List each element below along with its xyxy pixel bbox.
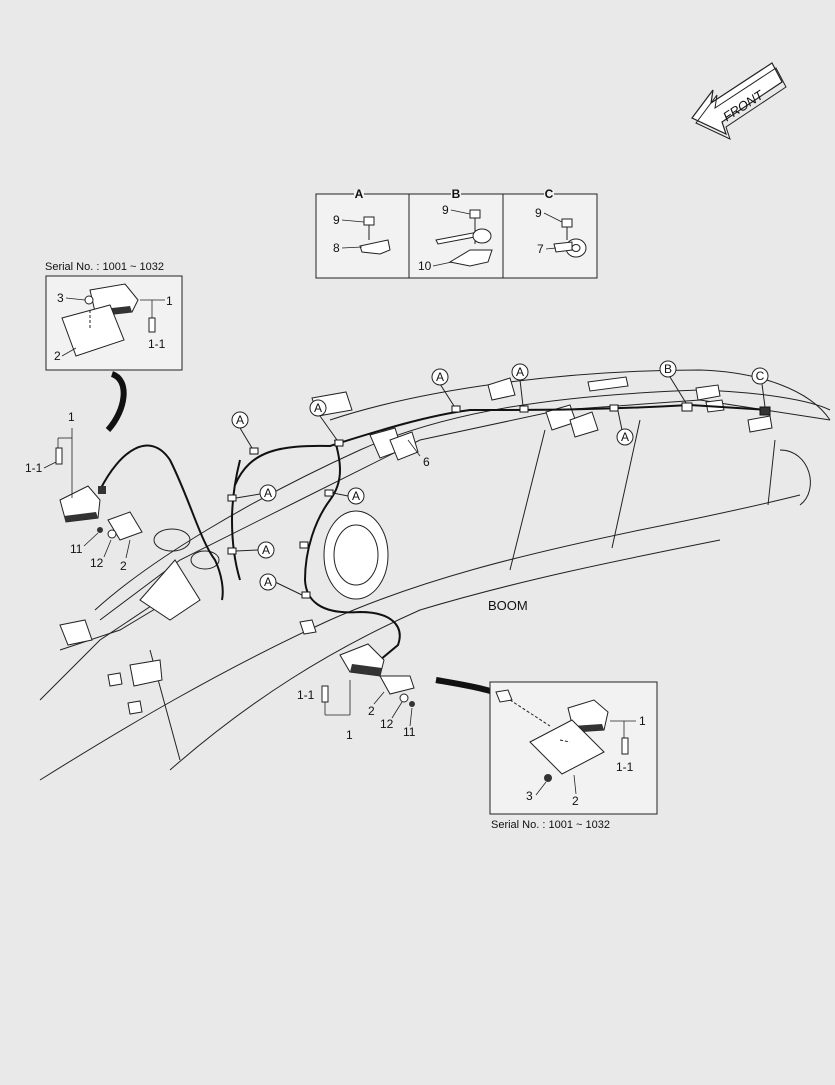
- left-washer-num: 12: [90, 556, 104, 570]
- callout-a-2: A: [309, 399, 338, 441]
- front-arrow: FRONT: [691, 62, 787, 140]
- left-lamp-assembly: 1 1-1 11 12 2: [25, 410, 143, 573]
- right-bolt-num: 11: [403, 725, 416, 739]
- harness-num: 6: [423, 455, 430, 469]
- left-inset-bracket-num: 2: [54, 349, 61, 363]
- boom-label: BOOM: [488, 598, 528, 613]
- right-washer-num: 12: [380, 717, 394, 731]
- callout-b-label: B: [664, 362, 672, 376]
- detail-header-c-text: C: [545, 187, 554, 201]
- detail-c-bolt-num: 9: [535, 206, 542, 220]
- callout-b: B: [659, 360, 687, 404]
- callout-a-8: A: [235, 541, 275, 559]
- callout-a-3: A: [431, 368, 455, 407]
- left-inset-lamp-num: 1: [166, 294, 173, 308]
- left-lamp-num: 1: [68, 410, 75, 424]
- detail-a-clip-num: 8: [333, 241, 340, 255]
- left-bracket-num: 2: [120, 559, 127, 573]
- callout-a-4: A: [511, 363, 529, 407]
- detail-b-bolt-num: 9: [442, 203, 449, 217]
- callout-a-9-label: A: [264, 575, 272, 589]
- callout-a-2-label: A: [314, 401, 322, 415]
- right-bulb-num: 1-1: [297, 688, 315, 702]
- callout-a-1: A: [231, 411, 253, 449]
- callout-a-4-label: A: [516, 365, 524, 379]
- serial-label-right: Serial No. : 1001 ~ 1032: [491, 819, 610, 831]
- serial-inset-left: Serial No. : 1001 ~ 1032 3 1 1-1 2: [45, 261, 183, 371]
- callout-c: C: [751, 367, 769, 408]
- serial-label-left: Serial No. : 1001 ~ 1032: [45, 261, 164, 273]
- callout-a-1-label: A: [236, 413, 244, 427]
- detail-header-b-text: B: [452, 187, 461, 201]
- right-inset-bulb-num: 1-1: [616, 760, 634, 774]
- callout-a-5-label: A: [621, 430, 629, 444]
- callout-a-7-label: A: [352, 489, 360, 503]
- callout-a-5: A: [616, 410, 634, 446]
- callout-a-6-label: A: [264, 486, 272, 500]
- callout-a-9: A: [259, 573, 303, 596]
- right-lamp-assembly: 1-1 1 2 12 11: [297, 619, 416, 742]
- harness-clips: [227, 402, 771, 599]
- right-inset-lamp-num: 1: [639, 714, 646, 728]
- right-inset-cover-bolt-num: 3: [526, 789, 533, 803]
- boom-body: [39, 369, 831, 781]
- wire-harness: [99, 403, 769, 661]
- detail-c-clamp-num: 7: [537, 242, 544, 256]
- detail-header-a-text: A: [355, 187, 364, 201]
- left-inset-bulb-num: 1-1: [148, 337, 166, 351]
- serial-inset-right: 1 1-1 3 2 Serial No. : 1001 ~ 1032: [489, 681, 658, 831]
- inset-pointer-left: [105, 371, 127, 433]
- right-inset-bracket-num: 2: [572, 794, 579, 808]
- right-bracket-num: 2: [368, 704, 375, 718]
- callout-a-7: A: [332, 487, 365, 505]
- callout-a-6: A: [235, 484, 277, 502]
- callout-a-8-label: A: [262, 543, 270, 557]
- left-inset-cover-bolt-num: 3: [57, 291, 64, 305]
- left-bolt-num: 11: [70, 542, 83, 556]
- callouts: A A A A B C A A A A A: [231, 360, 769, 596]
- detail-a-bolt-num: 9: [333, 213, 340, 227]
- right-lamp-num: 1: [346, 728, 353, 742]
- detail-table: A B C A B C 9 8 9 10 9 7: [315, 187, 598, 279]
- callout-c-label: C: [756, 369, 765, 383]
- left-bulb-num: 1-1: [25, 461, 43, 475]
- callout-a-3-label: A: [436, 370, 444, 384]
- detail-b-bracket-num: 10: [418, 259, 432, 273]
